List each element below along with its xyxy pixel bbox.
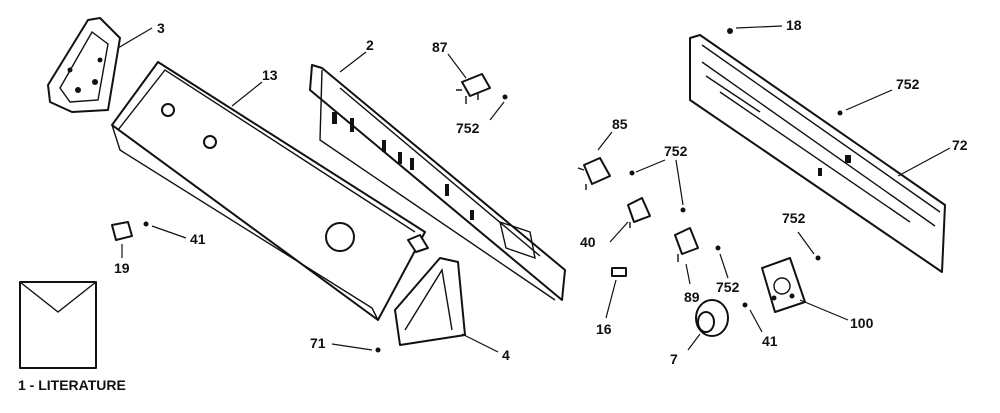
- label-19: 19: [114, 260, 130, 276]
- label-41-a: 41: [190, 231, 206, 247]
- part-4-end-cap: [394, 257, 466, 346]
- label-752-c: 752: [664, 143, 688, 159]
- part-752-screw-e: [715, 245, 721, 251]
- label-literature: 1 - LITERATURE: [18, 377, 126, 393]
- part-7-knob: [695, 299, 729, 337]
- label-85: 85: [612, 116, 628, 132]
- part-100-timer: [761, 257, 806, 313]
- part-16-clip: [611, 267, 627, 277]
- label-18: 18: [786, 17, 802, 33]
- label-40: 40: [580, 234, 596, 250]
- label-16: 16: [596, 321, 612, 337]
- part-752-screw-d: [680, 207, 686, 213]
- part-72-rear-panel: [689, 34, 946, 273]
- part-3-end-cap: [47, 17, 121, 113]
- label-71: 71: [310, 335, 326, 351]
- label-3: 3: [157, 20, 165, 36]
- part-89-switch: [674, 227, 699, 262]
- part-87-switch: [456, 73, 491, 104]
- part-19-clip: [111, 221, 133, 241]
- part-752-screw-c: [629, 170, 635, 176]
- part-752-screw-f: [815, 255, 821, 261]
- part-85-switch: [577, 157, 611, 190]
- part-41-clip-b: [742, 302, 748, 308]
- label-89: 89: [684, 289, 700, 305]
- label-2: 2: [366, 37, 374, 53]
- part-2-control-panel: [309, 64, 566, 301]
- label-752-b: 752: [896, 76, 920, 92]
- label-752-d: 752: [782, 210, 806, 226]
- label-752-a: 752: [456, 120, 480, 136]
- leader-lines: [117, 25, 951, 353]
- label-87: 87: [432, 39, 448, 55]
- literature-envelope-icon: [19, 281, 97, 369]
- label-13: 13: [262, 67, 278, 83]
- part-752-screw-a: [502, 94, 508, 100]
- part-71-screw: [375, 347, 381, 353]
- part-752-screw-b: [837, 110, 843, 116]
- label-7: 7: [670, 351, 678, 367]
- label-72: 72: [952, 137, 968, 153]
- part-40-switch: [627, 197, 651, 228]
- label-100: 100: [850, 315, 874, 331]
- part-18-screw: [727, 28, 733, 34]
- part-13-console: [111, 61, 429, 321]
- label-4: 4: [502, 347, 510, 363]
- callout-labels: 3 13 2 87 752 18 752 72 85 752 41 19 40 …: [18, 17, 968, 393]
- part-41-clip-a: [143, 221, 149, 227]
- label-41-b: 41: [762, 333, 778, 349]
- label-752-e: 752: [716, 279, 740, 295]
